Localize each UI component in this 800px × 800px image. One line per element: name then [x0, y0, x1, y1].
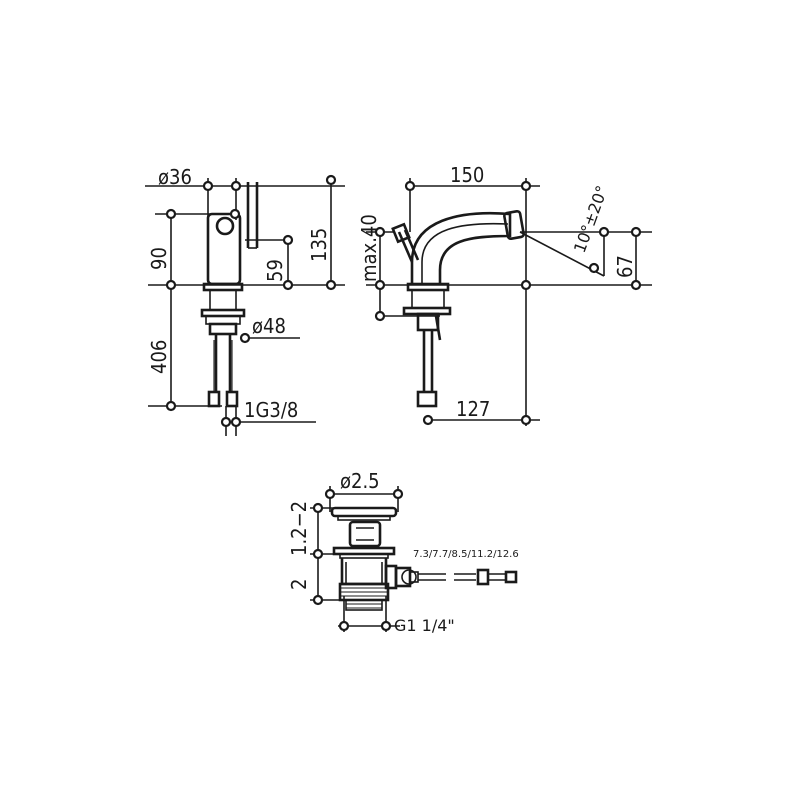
- dim-rod-lengths: 7.3/7.7/8.5/11.2/12.6: [413, 549, 519, 560]
- dim-angle: 10°±20°: [570, 183, 612, 255]
- front-view: ø36 90 135 59 406 ø48 1G3/8: [145, 165, 345, 436]
- dim-waste-dia: ø2.5: [340, 469, 380, 493]
- dim-depth-below: 406: [147, 340, 171, 374]
- dim-height-body: 135: [307, 228, 331, 262]
- dim-dia-top: ø36: [158, 165, 192, 189]
- dim-lever-height: 59: [263, 259, 287, 282]
- dim-waste-thread: G1 1/4": [394, 616, 455, 635]
- waste-view: ø2.5 1.2−2 2 7.3/7.7/8.5/11.2/12.6 G1 1/…: [287, 469, 519, 635]
- dim-height-spout: 90: [147, 247, 171, 270]
- dim-outlet-height: 67: [613, 255, 637, 278]
- dim-max-height: max.40: [357, 214, 381, 282]
- dim-base-reach: 127: [456, 397, 490, 421]
- side-view: 150 max.40 10°±20° 67 127: [357, 163, 652, 426]
- dim-spout-reach: 150: [450, 163, 484, 187]
- dim-thread-inlet: 1G3/8: [244, 398, 298, 422]
- dim-waste-height-body: 2: [287, 579, 311, 590]
- dim-dia-base: ø48: [252, 314, 286, 338]
- dim-waste-height-top: 1.2−2: [287, 501, 311, 556]
